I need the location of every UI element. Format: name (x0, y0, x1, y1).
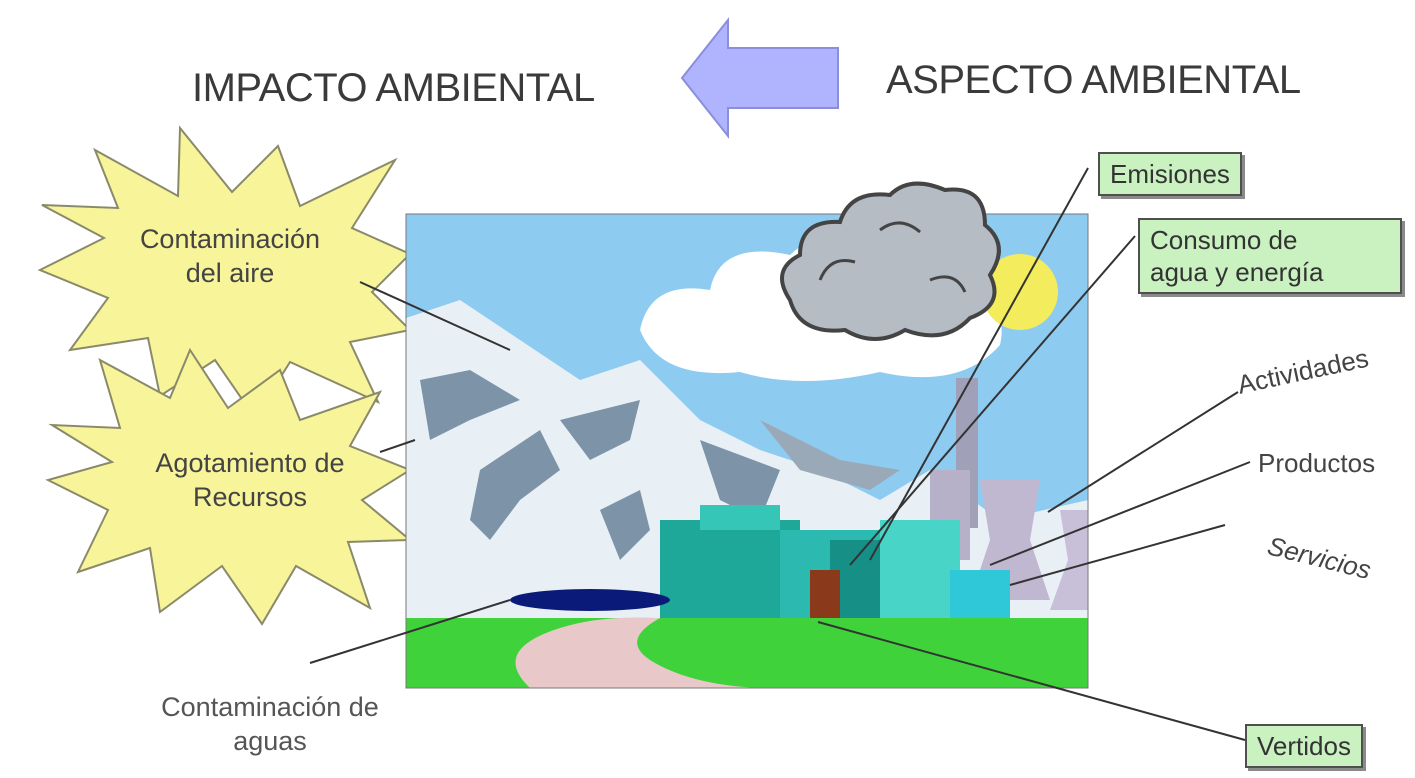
impact-heading: IMPACTO AMBIENTAL (192, 66, 595, 110)
impact-water-label: Contaminación de aguas (110, 690, 430, 758)
connector-lines (309, 167, 1251, 741)
impact-resources-line1: Agotamiento de (155, 448, 345, 478)
starburst-icon (45, 347, 413, 626)
impact-air-label: Contaminación del aire (100, 222, 360, 290)
aspect-consumo-line2: agua y energía (1150, 257, 1324, 287)
cloud-icon (780, 181, 1001, 341)
factory-scene-illustration (406, 214, 1088, 688)
starburst-icon (37, 125, 413, 420)
impact-resources-label: Agotamiento de Recursos (120, 446, 380, 514)
impact-water-line1: Contaminación de (161, 692, 379, 722)
aspect-heading: ASPECTO AMBIENTAL (886, 58, 1301, 102)
aspect-consumo-line1: Consumo de (1150, 225, 1298, 255)
impact-air-line1: Contaminación (139, 224, 321, 254)
aspect-consumo-box: Consumo de agua y energía (1138, 218, 1402, 294)
impact-water-line2: aguas (233, 726, 307, 756)
impact-resources-line2: Recursos (192, 482, 308, 512)
left-arrow-icon (680, 17, 839, 139)
aspect-vertidos-box: Vertidos (1245, 724, 1363, 768)
aspect-emisiones-box: Emisiones (1098, 152, 1242, 196)
aspect-productos-label: Productos (1258, 448, 1376, 478)
impact-air-line2: del aire (185, 258, 275, 288)
